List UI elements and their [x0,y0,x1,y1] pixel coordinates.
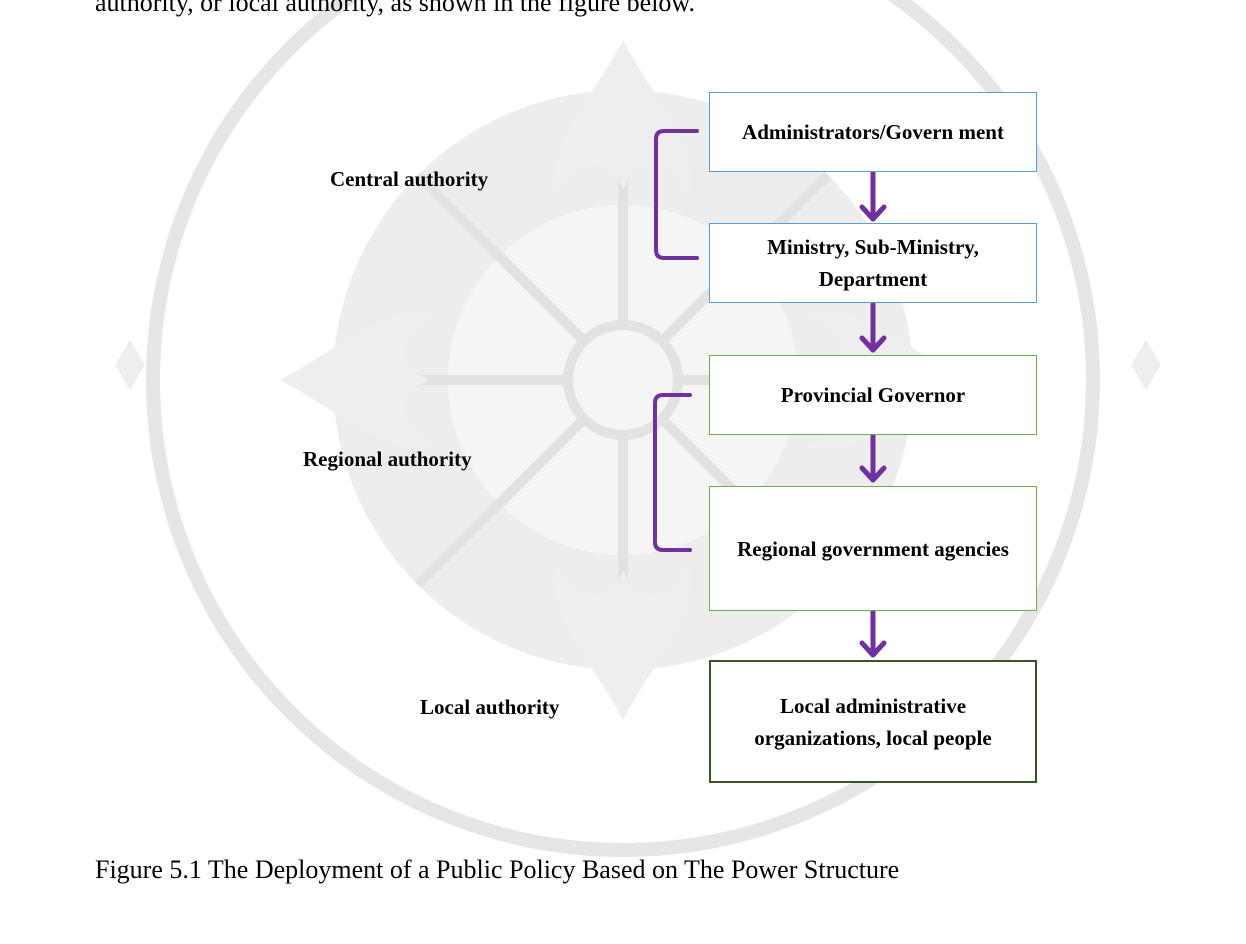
provincial-governor-box: Provincial Governor [709,355,1037,435]
central-authority-label: Central authority [330,167,489,191]
arrow-admin-to-ministry [859,170,887,222]
administrators-government-text: Administrators/Govern ment [742,120,1004,144]
provincial-governor-text: Provincial Governor [780,383,966,407]
ministry-box: Ministry, Sub-Ministry, Department [709,223,1037,303]
local-organizations-box: Local administrative organizations, loca… [709,660,1037,783]
arrow-ministry-to-governor [859,301,887,353]
intro-text: authority, or local authority, as shown … [95,0,696,17]
ministry-text: Ministry, Sub-Ministry, Department [767,235,979,291]
regional-authority-label: Regional authority [303,447,472,471]
regional-agencies-text: Regional government agencies [737,536,1009,561]
local-authority-label: Local authority [420,695,560,719]
figure-caption: Figure 5.1 The Deployment of a Public Po… [95,855,900,884]
administrators-government-box: Administrators/Govern ment [709,92,1037,172]
arrow-governor-to-agencies [859,433,887,483]
arrow-agencies-to-local [859,609,887,658]
regional-bracket [653,393,692,552]
regional-agencies-box: Regional government agencies [709,486,1037,611]
local-organizations-text: Local administrative organizations, loca… [754,693,992,750]
central-bracket [654,129,699,260]
